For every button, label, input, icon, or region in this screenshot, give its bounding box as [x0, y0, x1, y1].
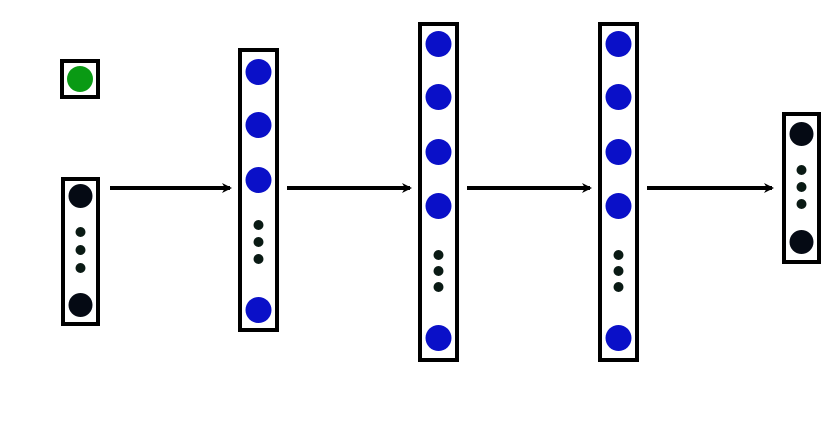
- ellipsis-dot: [433, 282, 444, 292]
- ellipsis-dot: [796, 165, 807, 175]
- ellipsis-dot: [75, 227, 86, 237]
- layer-node: [789, 230, 814, 254]
- layer-node: [68, 184, 93, 208]
- layer-output-4: [782, 112, 821, 264]
- ellipsis-dot: [253, 254, 264, 264]
- layer-hidden-3: [598, 22, 639, 362]
- layer-box: [61, 177, 100, 326]
- layer-node: [605, 325, 632, 351]
- layers-group: [60, 22, 821, 362]
- layer-node: [425, 325, 452, 351]
- layer-node: [425, 84, 452, 110]
- ellipsis-dot: [613, 282, 624, 292]
- ellipsis-dot: [75, 245, 86, 255]
- layer-box: [238, 48, 279, 332]
- ellipsis-dot: [613, 266, 624, 276]
- layer-hidden-1: [238, 48, 279, 332]
- layer-node: [425, 139, 452, 165]
- layer-box: [418, 22, 459, 362]
- layer-node: [245, 167, 272, 193]
- ellipsis-dot: [253, 220, 264, 230]
- layer-box: [598, 22, 639, 362]
- layer-node: [68, 293, 93, 317]
- bias-node: [67, 66, 93, 92]
- layer-node: [425, 31, 452, 57]
- ellipsis-dot: [796, 199, 807, 209]
- layer-node: [245, 112, 272, 138]
- layer-node: [605, 193, 632, 219]
- ellipsis-dot: [433, 250, 444, 260]
- layer-node: [605, 31, 632, 57]
- layer-node: [605, 139, 632, 165]
- layer-node: [789, 122, 814, 146]
- ellipsis-dot: [433, 266, 444, 276]
- layer-node: [245, 59, 272, 85]
- ellipsis-dot: [75, 263, 86, 273]
- layer-node: [605, 84, 632, 110]
- ellipsis-dot: [253, 237, 264, 247]
- layer-node: [425, 193, 452, 219]
- ellipsis-dot: [613, 250, 624, 260]
- layer-box: [782, 112, 821, 264]
- bias-unit-box: [60, 59, 100, 99]
- ellipsis-dot: [796, 182, 807, 192]
- layer-hidden-2: [418, 22, 459, 362]
- layer-input-0: [61, 177, 100, 326]
- bias-unit: [60, 59, 100, 99]
- layer-node: [245, 297, 272, 323]
